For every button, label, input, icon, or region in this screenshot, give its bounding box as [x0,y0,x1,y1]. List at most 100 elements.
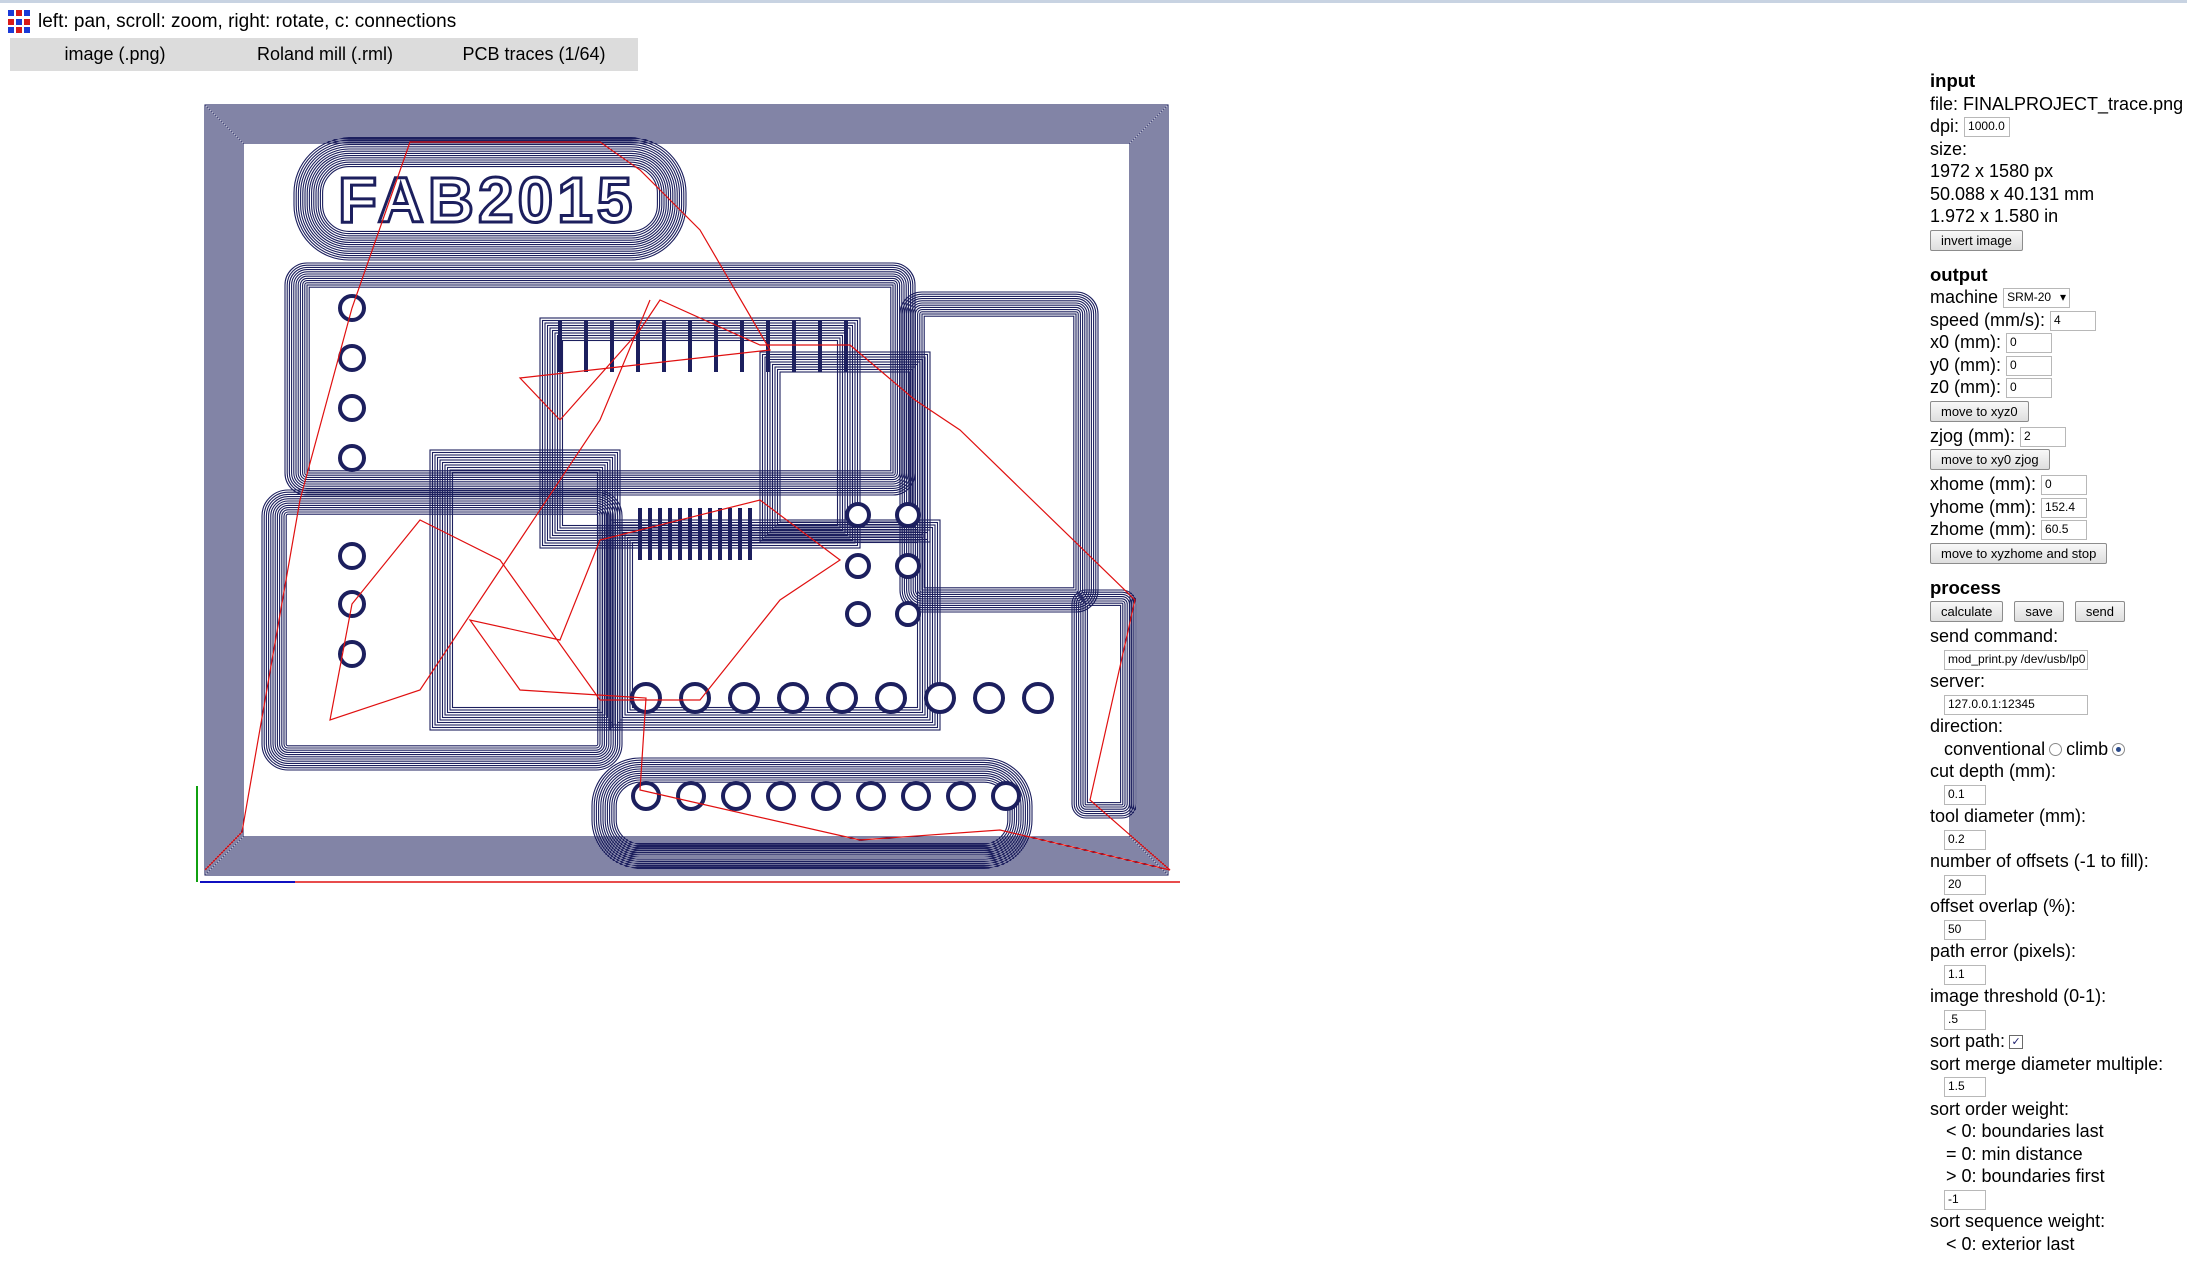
bottom-header-pass [609,775,1015,851]
server-input[interactable]: 127.0.0.1:12345 [1944,694,2088,715]
overlap-input[interactable]: 50 [1944,919,1986,940]
server-label: server: [1930,671,1986,691]
outer-frame-pass [210,110,1163,870]
zjog-label: zjog (mm): [1930,425,2015,446]
send-button[interactable]: send [2074,601,2126,622]
size-mm: 50.088 x 40.131 mm [1930,183,2095,204]
merge-input[interactable]: 1.5 [1944,1077,1986,1098]
edge-pad-pass [1084,602,1124,806]
tool-diameter-input[interactable]: 0.2 [1944,829,1986,850]
xhome-input[interactable]: 0 [2041,475,2088,496]
machine-select[interactable]: SRM-20 [2003,288,2071,309]
y0-input[interactable]: 0 [2006,355,2053,376]
send-command-input[interactable]: mod_print.py /dev/usb/lp0 [1944,649,2088,670]
toolpath-layer: FAB2015 [204,104,1169,876]
connection-path [204,141,1171,871]
right-block-pass [910,302,1088,602]
edge-pad-pass [1082,600,1126,808]
tab-pcb-traces[interactable]: PCB traces (1/64) [462,44,606,64]
section-title-output: output [1930,263,1988,285]
move-to-xyzhome-button[interactable]: move to xyzhome and stop [1930,542,2108,564]
right-block-pass [906,298,1092,606]
right-block-pass [919,311,1079,593]
sort-path-checkbox[interactable]: ✓ [2009,1035,2024,1050]
row-pad [679,682,711,714]
title-pill-pass [304,148,676,250]
move-to-xy0-zjog-button[interactable]: move to xy0 zjog [1930,449,2050,470]
ic-pocket-pass [551,329,849,537]
bottom-header-pass [606,772,1018,854]
header-pad [338,444,366,472]
offsets-input[interactable]: 20 [1944,874,1986,895]
order-weight-input[interactable]: -1 [1944,1189,1986,1210]
zjog-row: zjog (mm): 2 [1930,425,2187,448]
app-grid-icon [8,10,32,34]
tab-image-png[interactable]: image (.png) [64,44,166,64]
dpi-input[interactable]: 1000.0 [1964,117,2011,138]
order-gt-note: > 0: boundaries first [1946,1166,2105,1186]
right-block-pass [903,295,1095,609]
zjog-input[interactable]: 2 [2020,426,2067,447]
size-label: size: [1930,138,1968,159]
invert-image-button[interactable]: invert image [1930,229,2023,251]
outer-frame-pass [206,106,1167,874]
outer-frame-pass [238,138,1135,842]
tab-roland-mill-rml[interactable]: Roland mill (.rml) [256,44,393,64]
x0-label: x0 (mm): [1930,332,2001,352]
edge-pad-pass [1086,604,1122,804]
speed-input[interactable]: 4 [2050,310,2097,331]
size-in: 1.972 x 1.580 in [1930,206,2059,226]
component-pad [845,553,871,579]
right-block-pass [923,315,1075,589]
bottom-header-pass [613,779,1011,847]
row-pad [973,682,1005,714]
conventional-radio[interactable] [2049,743,2063,757]
path-error-label: path error (pixels): [1930,941,2077,961]
title-pill-pass [308,152,672,246]
title-pill-pass [302,146,678,252]
mid-pocket-pass [446,466,604,714]
edge-pad-pass [1080,598,1128,810]
sort-path-label: sort path: [1930,1031,2006,1051]
path-error-input[interactable]: 1.1 [1944,964,1986,985]
zhome-row: zhome (mm): 60.5 [1930,518,2187,541]
row-pad [924,682,956,714]
z0-input[interactable]: 0 [2006,378,2053,399]
header-pad [338,542,366,570]
yhome-input[interactable]: 152.4 [2041,497,2088,518]
mid-pocket-pass [451,471,599,709]
edge-pad-pass [1071,589,1137,819]
save-button[interactable]: save [2014,601,2064,622]
row-pad [777,682,809,714]
component-pad [895,553,921,579]
outer-frame-pass [236,136,1137,844]
speed-row: speed (mm/s): 4 [1930,309,2187,332]
left-header-pass [308,286,892,472]
cut-depth-input[interactable]: 0.1 [1944,784,1986,805]
edge-pad-pass [1075,593,1133,815]
window-top-border [0,0,2187,3]
control-panel: input file: FINALPROJECT_trace.png dpi: … [1930,70,2187,1255]
controls-hint: left: pan, scroll: zoom, right: rotate, … [38,11,457,32]
move-to-xyz0-button[interactable]: move to xyz0 [1930,400,2029,422]
component-pad [845,601,871,627]
x0-input[interactable]: 0 [2006,333,2053,354]
bottom-header-pass [611,777,1013,849]
y0-row: y0 (mm): 0 [1930,354,2187,377]
header-pad [338,640,366,668]
climb-radio[interactable] [2112,743,2126,757]
order-eq-note: = 0: min distance [1946,1143,2083,1164]
title-pill-pass [295,139,685,259]
calculate-button[interactable]: calculate [1930,601,2004,622]
title-pill-pass [293,137,687,261]
threshold-input[interactable]: .5 [1944,1009,1986,1030]
zhome-input[interactable]: 60.5 [2041,520,2088,541]
send-command-label: send command: [1930,626,2059,646]
edge-pad-pass [1073,591,1135,817]
yhome-row: yhome (mm): 152.4 [1930,496,2187,519]
dpi-row: dpi: 1000.0 [1930,115,2187,138]
row-pad [721,781,751,811]
toolpath-canvas[interactable]: FAB2015 [0,80,1900,1273]
title-pill-pass [315,159,665,239]
left-header-pass [299,277,901,481]
